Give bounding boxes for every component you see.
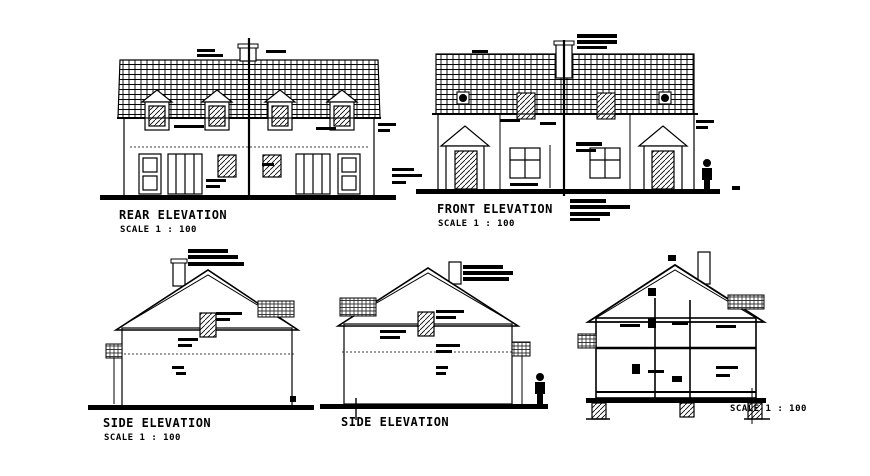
side-elevation-right-title: SIDE ELEVATION bbox=[341, 415, 450, 429]
rear-elevation bbox=[100, 38, 396, 200]
section-scale: SCALE 1 : 100 bbox=[730, 404, 807, 414]
side1-annotations bbox=[172, 249, 296, 402]
front-elevation-scale: SCALE 1 : 100 bbox=[438, 219, 515, 229]
rear-elevation-title: REAR ELEVATION bbox=[119, 208, 228, 222]
side-elevation-right bbox=[320, 261, 548, 420]
side-elevation-left-scale: SCALE 1 : 100 bbox=[104, 433, 181, 443]
section-annotations bbox=[620, 255, 738, 382]
rear-annotations bbox=[174, 49, 422, 188]
building-section bbox=[577, 251, 770, 424]
front-elevation-title: FRONT ELEVATION bbox=[437, 202, 553, 216]
front-elevation bbox=[416, 40, 720, 196]
front-annotations bbox=[472, 34, 740, 221]
side2-annotations bbox=[380, 265, 513, 375]
side-elevation-left bbox=[88, 258, 314, 410]
rear-elevation-scale: SCALE 1 : 100 bbox=[120, 225, 197, 235]
side-elevation-left-title: SIDE ELEVATION bbox=[103, 416, 212, 430]
